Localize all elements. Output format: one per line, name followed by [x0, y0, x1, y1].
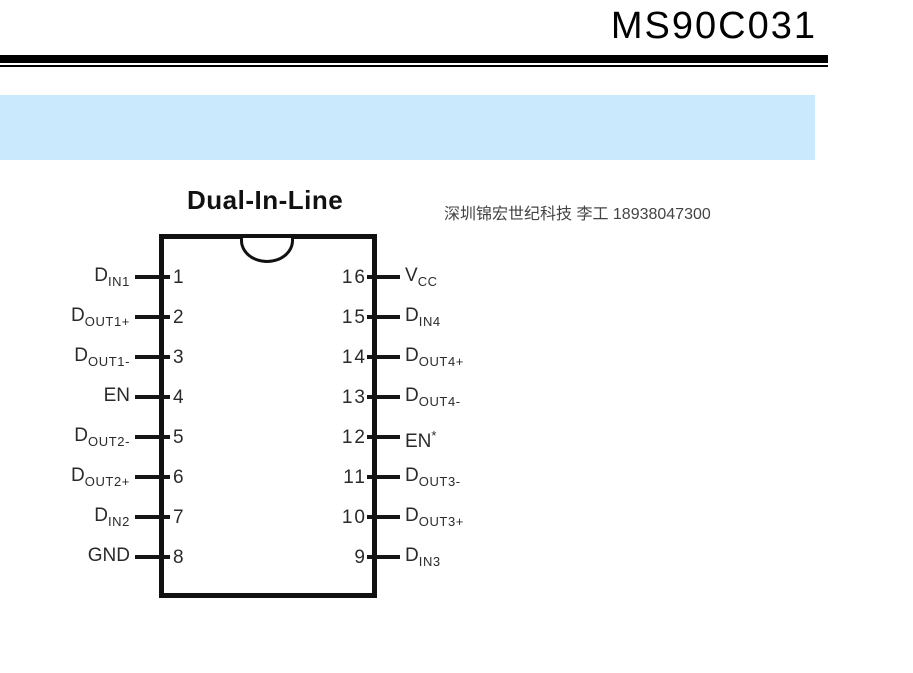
header-divider-rule	[0, 55, 828, 67]
pin-9-number: 9	[354, 547, 367, 568]
pin-7-lead	[135, 515, 170, 519]
pin-10-lead	[367, 515, 400, 519]
pin-5-label: DOUT2-	[74, 425, 130, 449]
pin-10-number: 10	[341, 507, 367, 528]
pin-8-number: 8	[173, 547, 186, 568]
pin-8-label: GND	[87, 545, 130, 566]
pin-11-number: 11	[343, 467, 367, 488]
pin-12-label: EN*	[405, 428, 437, 452]
pin-6-number: 6	[173, 467, 186, 488]
pin-12-lead	[367, 435, 400, 439]
pin-13-lead	[367, 395, 400, 399]
part-number-title: MS90C031	[610, 5, 817, 47]
pin-6-label: DOUT2+	[71, 465, 130, 489]
pin-14-number: 14	[341, 347, 367, 368]
pin-1-label: DIN1	[94, 265, 130, 289]
pin-16-label: VCC	[405, 265, 438, 289]
ic-package-outline	[159, 234, 377, 598]
pin-12-number: 12	[341, 427, 367, 448]
pin-9-label: DIN3	[405, 545, 441, 569]
pin-2-lead	[135, 315, 170, 319]
vendor-watermark: 深圳锦宏世纪科技 李工 18938047300	[444, 206, 711, 223]
pin-8-lead	[135, 555, 170, 559]
section-banner	[0, 95, 815, 160]
pin-4-number: 4	[173, 387, 186, 408]
pin-6-lead	[135, 475, 170, 479]
pin-14-label: DOUT4+	[405, 345, 464, 369]
pin-9-lead	[367, 555, 400, 559]
pin-16-lead	[367, 275, 400, 279]
pin-15-label: DIN4	[405, 305, 441, 329]
pin-3-lead	[135, 355, 170, 359]
pin-5-lead	[135, 435, 170, 439]
pin-1-lead	[135, 275, 170, 279]
pin-15-number: 15	[341, 307, 367, 328]
pin-3-label: DOUT1-	[74, 345, 130, 369]
pin-11-lead	[367, 475, 400, 479]
pin-13-label: DOUT4-	[405, 385, 461, 409]
pin-13-number: 13	[341, 387, 367, 408]
pin-15-lead	[367, 315, 400, 319]
pin-5-number: 5	[173, 427, 186, 448]
pin-11-label: DOUT3-	[405, 465, 461, 489]
package-heading: Dual-In-Line	[187, 185, 344, 215]
pin-1-number: 1	[173, 267, 186, 288]
pin-14-lead	[367, 355, 400, 359]
pin-7-number: 7	[173, 507, 186, 528]
pin-10-label: DOUT3+	[405, 505, 464, 529]
pin-4-label: EN	[103, 385, 130, 406]
pin-16-number: 16	[341, 267, 367, 288]
pin-7-label: DIN2	[94, 505, 130, 529]
pin-4-lead	[135, 395, 170, 399]
pin-2-label: DOUT1+	[71, 305, 130, 329]
pin-2-number: 2	[173, 307, 186, 328]
pin-3-number: 3	[173, 347, 186, 368]
